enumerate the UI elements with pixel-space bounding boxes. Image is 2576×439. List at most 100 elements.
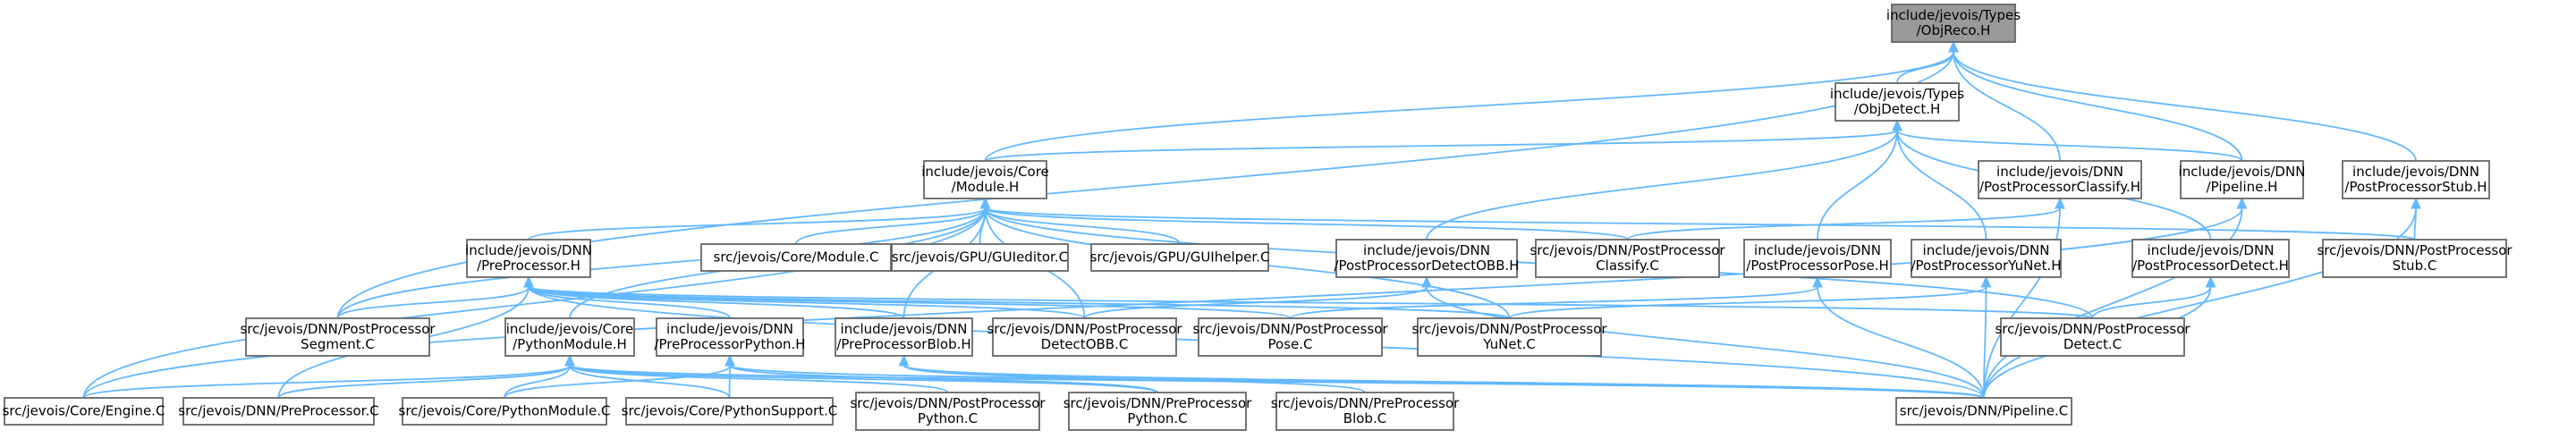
edge-pipelinec-to-ppdetectobbh: [1426, 286, 1985, 399]
edge-ppclassifyc-to-coremodule: [984, 207, 1629, 241]
node-preblobc[interactable]: src/jevois/DNN/PreProcessorBlob.C: [1271, 392, 1460, 431]
arrowhead-preblobh-to-coremodule: [979, 197, 991, 209]
node-box: [182, 397, 375, 426]
node-preprocessorc[interactable]: src/jevois/DNN/PreProcessor.C: [178, 397, 379, 426]
node-label: src/jevois/DNN/PostProcessor: [1995, 321, 2190, 337]
node-box: [2180, 160, 2304, 199]
node-label: include/jevois/DNN: [666, 321, 793, 337]
node-guieditor[interactable]: src/jevois/GPU/GUIeditor.C: [891, 243, 1069, 272]
edge-pppythonc-to-pythonmoduleh: [569, 365, 949, 393]
edge-pipelineh-to-objreco: [1953, 51, 2243, 162]
edge-pipelinec-to-ppyuneth: [1983, 286, 1987, 399]
node-label: Python.C: [1127, 410, 1187, 426]
node-label: include/jevois/DNN: [1754, 242, 1881, 258]
node-objreco[interactable]: include/jevois/Types/ObjReco.H: [1886, 4, 2021, 43]
node-box: [504, 317, 635, 357]
edge-pipelinec-to-preblobh: [902, 365, 1985, 399]
node-box: [1743, 239, 1892, 278]
node-pythonmoduleh[interactable]: include/jevois/Core/PythonModule.H: [504, 317, 635, 357]
node-ppdetectobbc[interactable]: src/jevois/DNN/PostProcessorDetectOBB.C: [987, 317, 1182, 357]
edge-prepythonh-to-preprocessorh: [528, 286, 731, 319]
node-label: /PreProcessorBlob.H: [836, 336, 970, 352]
edge-ppdetectobbh-to-objdetect: [1426, 130, 1898, 241]
node-ppposeh[interactable]: include/jevois/DNN/PostProcessorPose.H: [1743, 239, 1892, 278]
node-label: src/jevois/Core/Module.C: [714, 249, 879, 266]
edge-ppdetectobbc-to-preprocessorh: [528, 286, 1086, 319]
edge-ppyuneth-to-objdetect: [1896, 130, 1987, 241]
node-prepythonc[interactable]: src/jevois/DNN/PreProcessorPython.C: [1063, 392, 1252, 431]
node-guihelper[interactable]: src/jevois/GPU/GUIhelper.C: [1090, 243, 1270, 272]
node-preprocessorh[interactable]: include/jevois/DNN/PreProcessor.H: [465, 239, 592, 278]
node-box: [2342, 160, 2490, 199]
node-ppclassifyc[interactable]: src/jevois/DNN/PostProcessorClassify.C: [1530, 239, 1725, 278]
node-label: src/jevois/Core/PythonSupport.C: [622, 403, 838, 419]
node-objdetect[interactable]: include/jevois/Types/ObjDetect.H: [1830, 82, 1964, 122]
edge-preprocessorc-to-pythonmoduleh: [277, 365, 571, 399]
node-box: [2322, 239, 2507, 278]
edge-prepythonc-to-pythonmoduleh: [569, 365, 1158, 393]
node-enginec[interactable]: src/jevois/Core/Engine.C: [3, 397, 165, 426]
node-box: [1417, 317, 1602, 357]
edge-pipelinec-to-ppstubh: [1983, 207, 2417, 399]
node-label: include/jevois/DNN: [2352, 164, 2479, 180]
node-label: include/jevois/DNN: [841, 321, 968, 337]
dependency-edges: [82, 40, 2421, 399]
node-npposec[interactable]: src/jevois/DNN/PostProcessorPose.C: [1192, 317, 1388, 357]
node-box: [835, 317, 973, 357]
edge-coremodulec-to-coremodule: [795, 207, 987, 245]
edge-pipelinec-to-ppclassifyh: [1983, 207, 2061, 399]
node-label: /PostProcessorYuNet.H: [1911, 257, 2061, 274]
node-box: [1068, 392, 1247, 431]
node-pythonsupportc[interactable]: src/jevois/Core/PythonSupport.C: [622, 397, 838, 426]
edge-enginec-to-pythonmoduleh: [82, 365, 571, 399]
node-pipelinec[interactable]: src/jevois/DNN/Pipeline.C: [1895, 397, 2072, 426]
node-ppdetecth[interactable]: include/jevois/DNN/PostProcessorDetect.H: [2131, 239, 2290, 278]
edge-ppdetectc-to-ppdetecth: [2091, 286, 2212, 319]
node-coremodulec[interactable]: src/jevois/Core/Module.C: [700, 243, 892, 272]
arrowhead-pipelinec-to-ppdetectobbh: [1421, 275, 1432, 288]
node-label: src/jevois/DNN/PostProcessor: [987, 321, 1182, 337]
node-label: src/jevois/DNN/PreProcessor: [1063, 395, 1252, 411]
node-ppyuneth[interactable]: include/jevois/DNN/PostProcessorYuNet.H: [1911, 239, 2062, 278]
node-preblobh[interactable]: include/jevois/DNN/PreProcessorBlob.H: [835, 317, 973, 357]
edge-ppclassifyc-to-ppclassifyh: [1626, 207, 2061, 241]
node-ppstubc[interactable]: src/jevois/DNN/PostProcessorStub.C: [2317, 239, 2512, 278]
arrowhead-pipelinec-to-ppclassifyh: [2055, 197, 2065, 209]
node-coremodule[interactable]: include/jevois/Core/Module.H: [921, 160, 1049, 199]
node-pythonmodulec[interactable]: src/jevois/Core/PythonModule.C: [399, 397, 611, 426]
node-ppstubh[interactable]: include/jevois/DNN/PostProcessorStub.H: [2342, 160, 2490, 199]
node-box: [625, 397, 834, 426]
node-label: include/jevois/DNN: [2179, 164, 2306, 180]
node-box: [466, 239, 591, 278]
node-prepythonh[interactable]: include/jevois/DNN/PreProcessorPython.H: [654, 317, 806, 357]
node-ppclassifyh[interactable]: include/jevois/DNN/PostProcessorClassify…: [1978, 160, 2142, 199]
node-label: include/jevois/Core: [506, 321, 634, 337]
edge-enginec-to-pipelineh: [82, 207, 2243, 399]
node-box: [1535, 239, 1720, 278]
edge-preblobh-to-preprocessorh: [528, 286, 905, 319]
arrowhead-enginec-to-pipelineh: [2236, 197, 2248, 209]
node-label: /PostProcessorPose.H: [1746, 257, 1888, 274]
edge-ppclassifyh-to-objreco: [1953, 51, 2061, 162]
node-label: Detect.C: [2063, 336, 2122, 352]
node-ppdetectc[interactable]: src/jevois/DNN/PostProcessorDetect.C: [1995, 317, 2190, 357]
edge-ppyunetc-to-ppyuneth: [1508, 286, 1987, 319]
node-label: include/jevois/DNN: [1363, 242, 1490, 258]
edge-pythonsupportc-to-pythonmoduleh: [569, 365, 731, 399]
node-ppyunetc[interactable]: src/jevois/DNN/PostProcessorYuNet.C: [1411, 317, 1607, 357]
node-box: [1978, 160, 2142, 199]
node-label: /PostProcessorStub.H: [2344, 179, 2487, 195]
node-label: /PreProcessor.H: [477, 257, 580, 274]
node-box: [923, 160, 1047, 199]
node-pipelineh[interactable]: include/jevois/DNN/Pipeline.H: [2179, 160, 2306, 199]
node-label: src/jevois/DNN/PostProcessor: [1411, 321, 1607, 337]
edge-preprocessorh-to-coremodule: [528, 207, 987, 241]
node-box: [2000, 317, 2185, 357]
node-label: src/jevois/DNN/PostProcessor: [240, 321, 436, 337]
node-label: include/jevois/Core: [921, 164, 1049, 180]
node-ppdetectobbh[interactable]: include/jevois/DNN/PostProcessorDetectOB…: [1334, 239, 1520, 278]
node-label: Segment.C: [301, 336, 375, 352]
